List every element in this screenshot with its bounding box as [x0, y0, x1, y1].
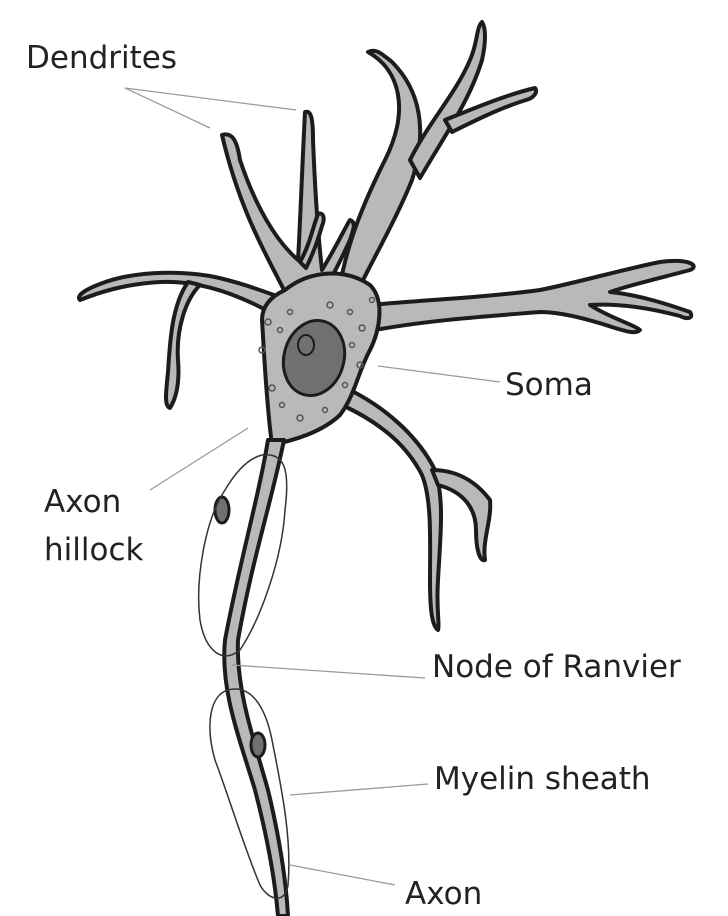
- dendrite-lower-right-branch: [430, 468, 493, 563]
- label-axon-hillock: Axon hillock: [44, 478, 143, 574]
- dendrite-upper-right: [338, 48, 423, 292]
- label-axon: Axon: [405, 876, 483, 912]
- label-axon-hillock-line2: hillock: [44, 532, 144, 568]
- nucleolus: [297, 334, 315, 356]
- axon-shaft: [222, 438, 290, 916]
- label-dendrites: Dendrites: [26, 40, 178, 76]
- dendrite-right: [368, 259, 696, 335]
- dendrite-left-branch: [164, 280, 202, 410]
- label-node-of-ranvier: Node of Ranvier: [432, 649, 681, 685]
- dendrite-upper-right-branch-1: [408, 20, 487, 180]
- dendrite-lower-right: [340, 388, 444, 632]
- dendrite-upper-left: [220, 109, 356, 302]
- myelin-sheath-upper: [197, 453, 288, 657]
- schwann-nucleus-lower: [249, 731, 267, 759]
- label-axon-hillock-line1: Axon: [44, 484, 122, 520]
- myelin-sheath-lower: [209, 688, 290, 899]
- dendrite-upper-right-branch-2: [443, 86, 538, 134]
- label-myelin-sheath: Myelin sheath: [434, 761, 651, 797]
- schwann-nucleus-upper: [213, 495, 231, 525]
- label-soma: Soma: [505, 367, 593, 403]
- leader-lines: [124, 87, 501, 886]
- organelles: [258, 296, 376, 422]
- dendrite-upper-left-branch: [298, 211, 326, 270]
